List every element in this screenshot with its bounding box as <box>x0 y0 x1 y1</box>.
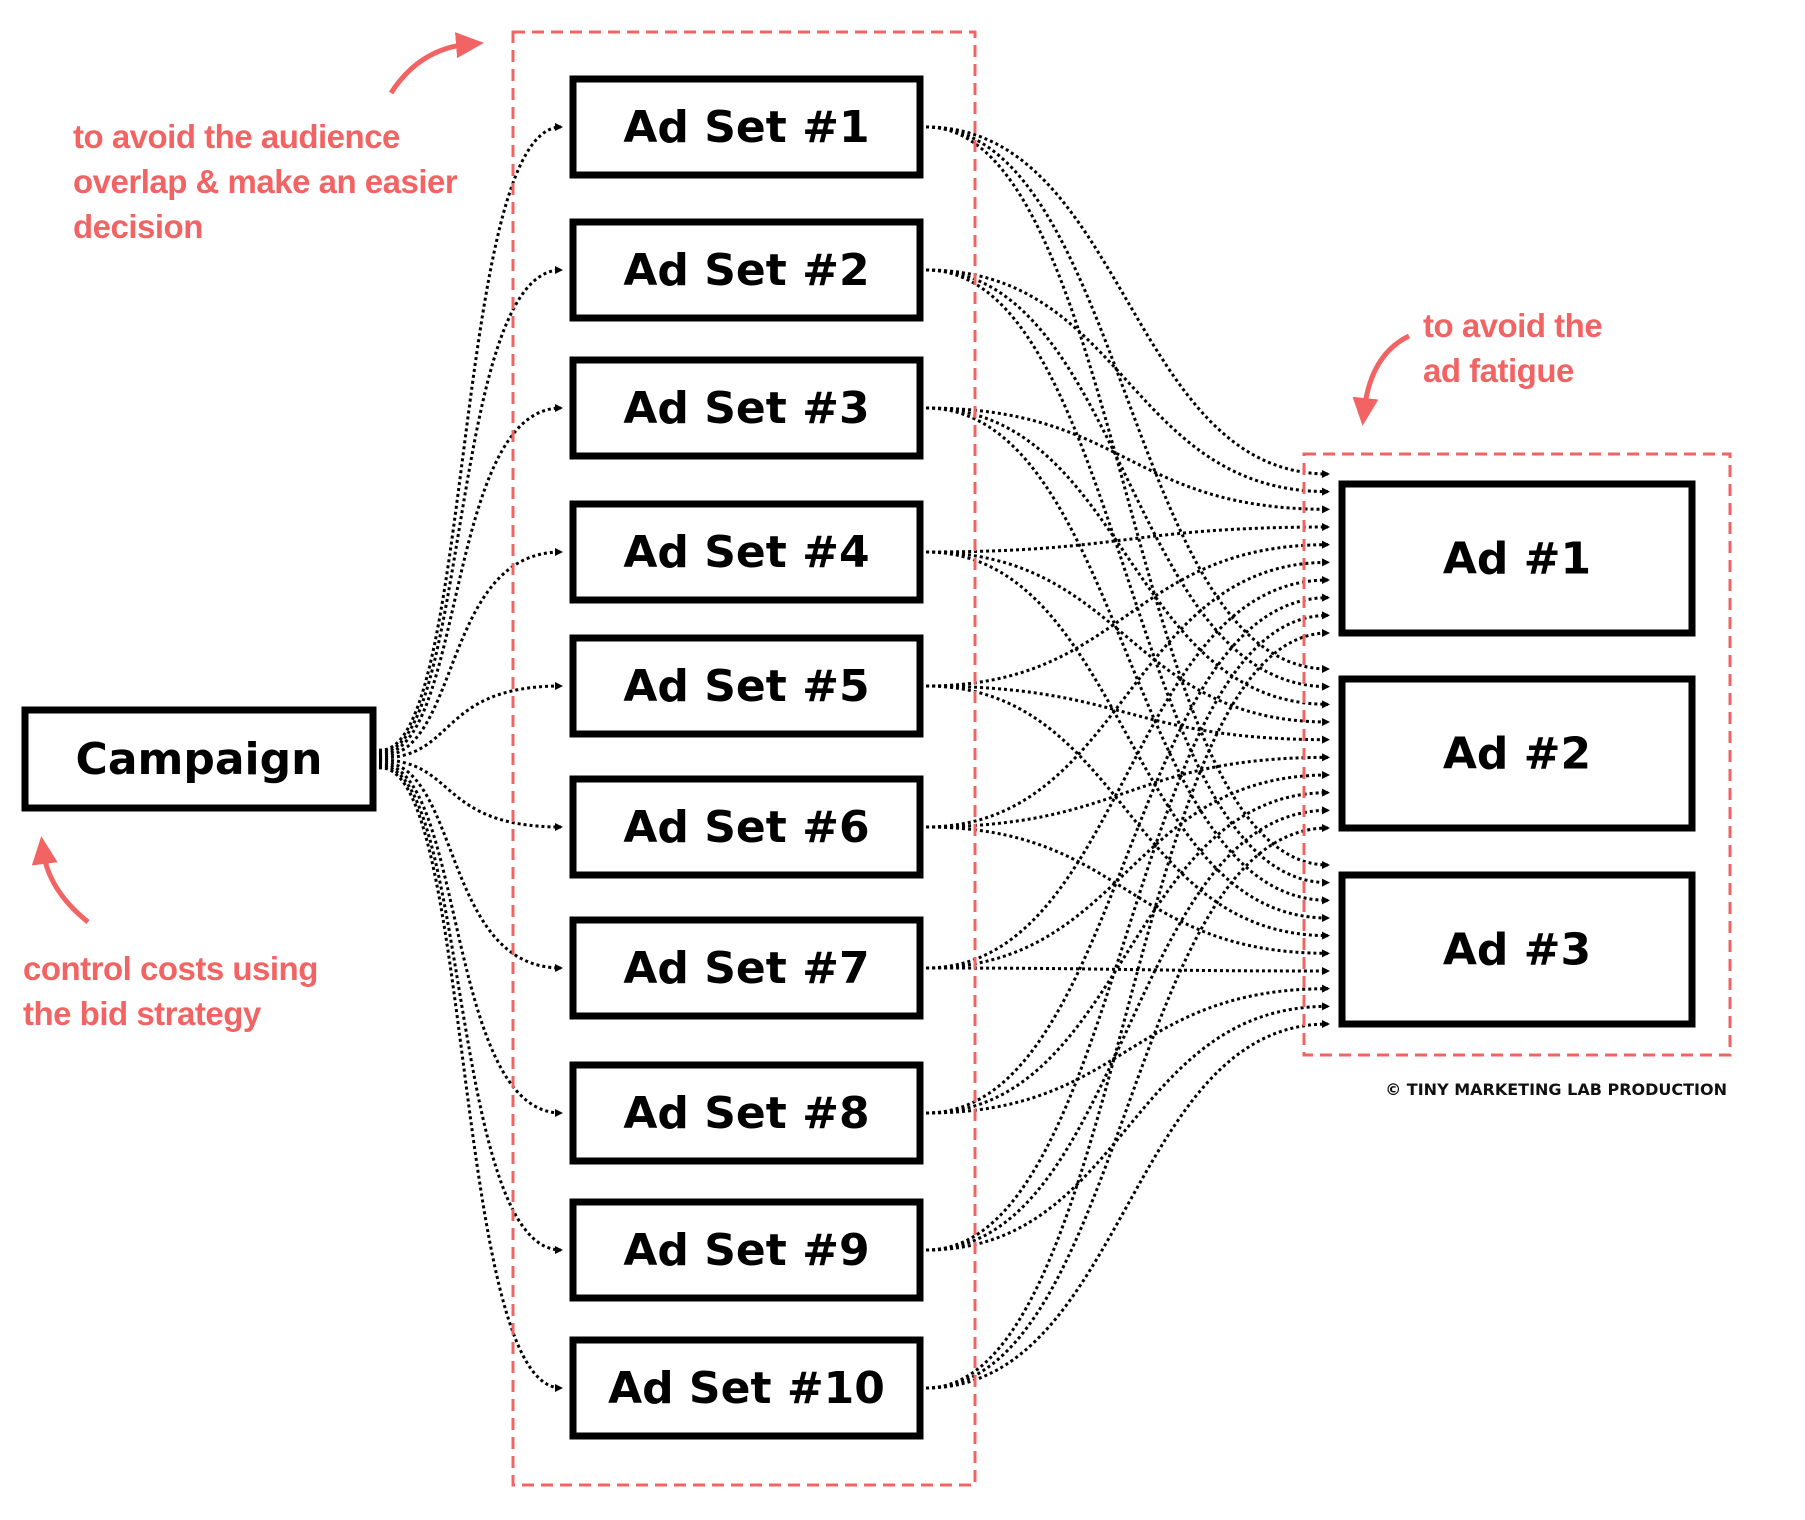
ad-box-2-label: Ad #2 <box>1443 729 1591 780</box>
edge-ad-set-2-to-ad-1 <box>925 268 1330 496</box>
ad-set-box-3: Ad Set #3 <box>569 356 924 460</box>
edge-campaign-to-ad-set-1 <box>378 123 563 752</box>
ad-set-box-6-label: Ad Set #6 <box>623 802 869 853</box>
ad-set-box-2-label: Ad Set #2 <box>623 245 869 296</box>
ads-group-frame <box>1302 452 1732 1057</box>
ad-set-box-5: Ad Set #5 <box>569 634 924 738</box>
edge-campaign-to-ad-set-2 <box>378 266 563 754</box>
ad-sets-annotation: to avoid the audience overlap & make an … <box>73 118 458 245</box>
campaign-annotation: control costs using the bid strategy <box>23 950 318 1032</box>
edge-ad-set-7-to-ad-1 <box>925 576 1330 970</box>
ads-annotation: to avoid the ad fatigue <box>1423 307 1603 389</box>
ad-set-box-5-label: Ad Set #5 <box>623 661 869 712</box>
ad-box-3-border <box>1338 871 1696 1028</box>
ad-set-box-7-border <box>569 916 924 1020</box>
campaign-box-border <box>21 706 377 812</box>
edge-ad-set-1-to-ad-3 <box>925 125 1330 869</box>
arrow-to-ads-icon <box>1352 333 1411 426</box>
campaign-box-label: Campaign <box>76 734 323 785</box>
ad-set-box-1-label: Ad Set #1 <box>623 102 869 153</box>
edge-ad-set-2-to-ad-3 <box>925 268 1330 887</box>
ad-sets-group-frame <box>511 30 977 1487</box>
ad-set-box-8-border <box>569 1061 924 1165</box>
edge-campaign-to-ad-set-6 <box>378 758 563 831</box>
arrow-to-ad-sets-icon <box>388 32 484 95</box>
edge-ad-set-9-to-ad-2 <box>925 806 1330 1252</box>
edge-ad-set-3-to-ad-1 <box>925 406 1330 514</box>
ad-box-1-label: Ad #1 <box>1443 534 1591 585</box>
edge-campaign-to-ad-set-3 <box>378 404 563 756</box>
edge-campaign-to-ad-set-4 <box>378 548 563 758</box>
ad-box-3-label: Ad #3 <box>1443 925 1591 976</box>
edge-ad-set-9-to-ad-3 <box>925 1002 1330 1252</box>
ad-set-box-1-border <box>569 75 924 179</box>
edge-ad-set-4-to-ad-1 <box>925 523 1330 554</box>
edge-ad-set-3-to-ad-2 <box>925 406 1330 709</box>
edge-ad-set-10-to-ad-1 <box>925 629 1330 1390</box>
edge-campaign-to-ad-set-7 <box>378 760 563 972</box>
campaign-box: Campaign <box>21 706 377 812</box>
ad-set-box-7: Ad Set #7 <box>569 916 924 1020</box>
ad-set-box-8-label: Ad Set #8 <box>623 1088 869 1139</box>
ad-set-box-1: Ad Set #1 <box>569 75 924 179</box>
ad-box-3: Ad #3 <box>1338 871 1696 1028</box>
edge-ad-set-6-to-ad-1 <box>925 558 1330 829</box>
edge-ad-set-6-to-ad-2 <box>925 753 1330 829</box>
ad-set-box-3-border <box>569 356 924 460</box>
ad-set-box-2: Ad Set #2 <box>569 218 924 322</box>
edge-ad-set-5-to-ad-1 <box>925 540 1330 688</box>
ad-box-1: Ad #1 <box>1338 480 1696 637</box>
ad-box-2: Ad #2 <box>1338 675 1696 832</box>
edge-ad-set-6-to-ad-3 <box>925 825 1330 958</box>
edge-ad-set-2-to-ad-2 <box>925 268 1330 691</box>
edge-ad-set-4-to-ad-3 <box>925 550 1330 922</box>
ad-set-box-2-border <box>569 218 924 322</box>
ad-set-box-10: Ad Set #10 <box>569 1336 924 1440</box>
edge-ad-set-3-to-ad-3 <box>925 406 1330 905</box>
ad-box-2-border <box>1338 675 1696 832</box>
ad-box-1-border <box>1338 480 1696 637</box>
ad-set-box-6-border <box>569 775 924 879</box>
edge-ad-set-10-to-ad-2 <box>925 824 1330 1390</box>
ad-set-box-8: Ad Set #8 <box>569 1061 924 1165</box>
edge-ad-set-8-to-ad-3 <box>925 984 1330 1115</box>
ad-set-box-4-border <box>569 500 924 604</box>
ad-set-box-9-border <box>569 1198 924 1302</box>
ad-set-box-6: Ad Set #6 <box>569 775 924 879</box>
ad-set-box-9-label: Ad Set #9 <box>623 1225 869 1276</box>
edge-ad-set-1-to-ad-2 <box>925 125 1330 673</box>
edge-ad-set-7-to-ad-2 <box>925 771 1330 970</box>
edge-campaign-to-ad-set-8 <box>378 762 563 1117</box>
arrow-to-campaign-icon <box>31 836 90 924</box>
edge-campaign-to-ad-set-5 <box>378 682 563 760</box>
ad-set-box-9: Ad Set #9 <box>569 1198 924 1302</box>
ad-set-box-4: Ad Set #4 <box>569 500 924 604</box>
ad-set-box-7-label: Ad Set #7 <box>623 943 869 994</box>
ad-set-box-10-label: Ad Set #10 <box>608 1363 885 1414</box>
edge-campaign-to-ad-set-9 <box>378 764 563 1254</box>
ad-set-box-10-border <box>569 1336 924 1440</box>
edge-ad-set-10-to-ad-3 <box>925 1020 1330 1390</box>
edge-ad-set-8-to-ad-2 <box>925 788 1330 1115</box>
edge-ad-set-4-to-ad-2 <box>925 550 1330 726</box>
edge-ad-set-7-to-ad-3 <box>925 966 1330 975</box>
copyright-text: © TINY MARKETING LAB PRODUCTION <box>1385 1080 1727 1099</box>
ad-set-box-4-label: Ad Set #4 <box>623 527 869 578</box>
edge-ad-set-5-to-ad-3 <box>925 684 1330 940</box>
ad-set-box-5-border <box>569 634 924 738</box>
edge-ad-set-1-to-ad-1 <box>925 125 1330 478</box>
edge-ad-set-9-to-ad-1 <box>925 611 1330 1252</box>
ad-set-box-3-label: Ad Set #3 <box>623 383 869 434</box>
edge-ad-set-8-to-ad-1 <box>925 593 1330 1115</box>
edge-campaign-to-ad-set-10 <box>378 766 563 1392</box>
